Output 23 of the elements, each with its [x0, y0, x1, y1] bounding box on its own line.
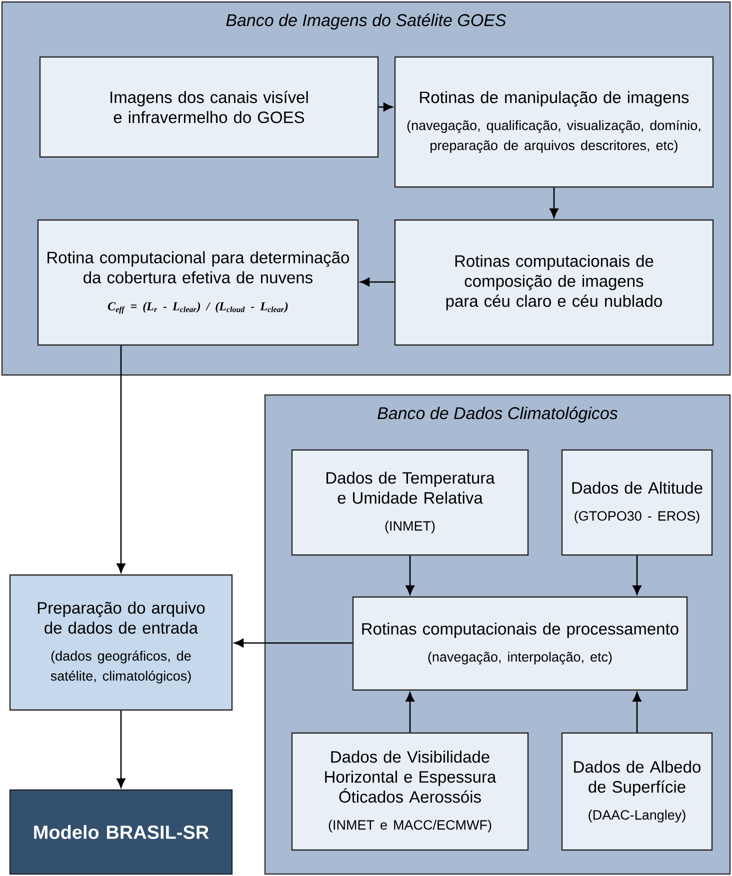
process-box: Rotinas computacionais de composição de imagens para céu claro e céu nublado — [394, 219, 714, 346]
process-box: Dados de Visibilidade Horizontal e Espessura Óticados Aerossóis (INMET e MACC/ECMWF) — [291, 732, 529, 851]
process-box: Rotinas de manipulação de imagens (navegação, qualificação, visualização, domínio, preparação de arquivos descritores, etc) — [394, 56, 714, 188]
arrow — [406, 692, 414, 732]
model-box: Modelo BRASIL-SR — [9, 789, 233, 875]
process-box: Preparação do arquivo de dados de entrada (dados geográficos, de satélite, climatológicos) — [9, 574, 233, 711]
process-box: Dados de Temperatura e Umidade Relativa (INMET) — [291, 449, 529, 556]
process-box: Dados de Albedo de Superfície (DAAC-Langley) — [561, 732, 713, 851]
process-box: Dados de Altitude (GTOPO30 - EROS) — [561, 449, 713, 556]
arrow — [378, 102, 393, 112]
arrow — [234, 638, 352, 648]
arrow — [360, 278, 394, 286]
process-box: Imagens dos canais visível e infravermelho do GOES — [39, 56, 379, 158]
panel-title: Banco de Dados Climatológicos — [378, 406, 618, 423]
process-box: Rotina computacional para determinação da cobertura efetiva de nuvens C$_{eff}$ = (L$_{r}$ - L$_{clear}$) / (L$_{cloud}$ - L$_{clear}$) — [37, 219, 359, 346]
arrow — [406, 556, 414, 595]
process-box: Rotinas computacionais de processamento (navegação, interpolação, etc) — [352, 596, 688, 691]
panel-title: Banco de Imagens do Satélite GOES — [226, 14, 506, 30]
arrow — [116, 710, 126, 788]
arrow — [550, 188, 558, 218]
arrow — [116, 346, 126, 573]
arrow — [632, 692, 642, 732]
arrow — [632, 556, 642, 595]
